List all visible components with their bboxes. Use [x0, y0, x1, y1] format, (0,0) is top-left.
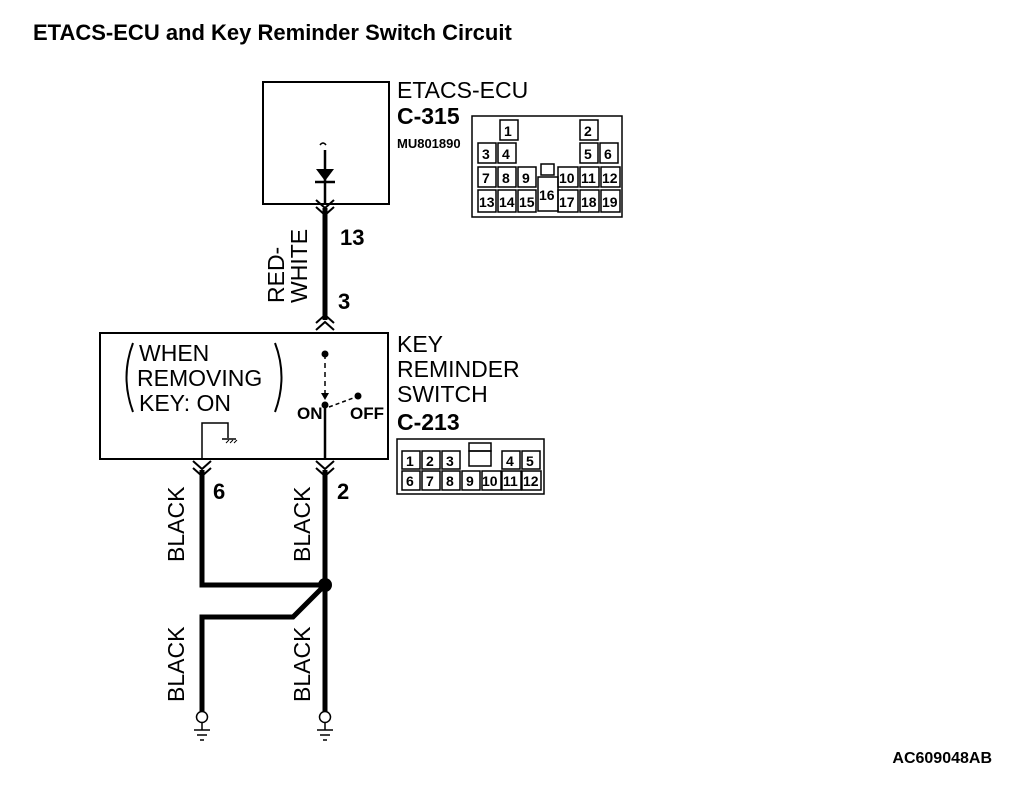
etacs-connector-face: 1 2 3 4 5 6 7 8 9 10 11 12 16 13 14	[471, 115, 623, 218]
switch-cav-6: 6	[406, 473, 414, 489]
etacs-cav-5: 5	[584, 146, 592, 162]
wire-color-right-lower: BLACK	[289, 626, 315, 702]
wire-left-black	[192, 460, 325, 588]
switch-condition-line2: REMOVING	[137, 365, 262, 391]
switch-condition-line1: WHEN	[139, 340, 209, 366]
etacs-cav-4: 4	[502, 146, 510, 162]
wire-color-left-lower: BLACK	[163, 626, 189, 702]
switch-cav-2: 2	[426, 453, 434, 469]
switch-name-line3: SWITCH	[397, 381, 488, 407]
ecu-pin-13: 13	[340, 225, 364, 250]
switch-connector-face: 1 2 3 4 5 6 7 8 9 10 11 12	[396, 438, 545, 495]
etacs-cav-6: 6	[604, 146, 612, 162]
switch-arrow-icon	[321, 393, 329, 400]
etacs-cav-3: 3	[482, 146, 490, 162]
etacs-cav-1: 1	[504, 123, 512, 139]
ecu-internal-symbol-icon	[319, 142, 327, 146]
switch-connector-id: C-213	[397, 409, 460, 435]
switch-cav-12: 12	[523, 473, 539, 489]
etacs-ecu-name: ETACS-ECU	[397, 77, 528, 103]
etacs-part-number: MU801890	[397, 136, 461, 151]
switch-name-line2: REMINDER	[397, 356, 520, 382]
etacs-cav-11: 11	[581, 170, 596, 186]
diode-icon	[316, 169, 334, 181]
switch-cav-11: 11	[503, 473, 518, 489]
wire-red-white	[315, 199, 335, 331]
ground-right-icon	[317, 710, 333, 741]
switch-lever	[328, 396, 357, 408]
switch-off-label: OFF	[350, 404, 384, 423]
etacs-cav-13: 13	[479, 194, 495, 210]
etacs-cav-18: 18	[581, 194, 597, 210]
condition-open-paren	[125, 342, 134, 413]
ground-left-icon	[194, 710, 210, 741]
etacs-cav-19: 19	[602, 194, 618, 210]
etacs-connector-id: C-315	[397, 103, 460, 129]
etacs-cav-10: 10	[559, 170, 575, 186]
switch-pin-2: 2	[337, 479, 349, 504]
reference-code: AC609048AB	[892, 750, 992, 767]
switch-on-label: ON	[297, 404, 323, 423]
wire-color-left-upper: BLACK	[163, 486, 189, 562]
switch-pin-6: 6	[213, 479, 225, 504]
condition-close-paren	[274, 342, 283, 413]
switch-name-line1: KEY	[397, 331, 443, 357]
wire-color-right-upper: BLACK	[289, 486, 315, 562]
etacs-cav-14: 14	[499, 194, 515, 210]
switch-cav-4: 4	[506, 453, 514, 469]
switch-cav-7: 7	[426, 473, 434, 489]
wire-ground-left-black	[199, 583, 327, 712]
etacs-cav-9: 9	[522, 170, 530, 186]
etacs-cav-16: 16	[539, 187, 555, 203]
switch-cav-3: 3	[446, 453, 454, 469]
key-reminder-switch-component	[99, 332, 389, 460]
etacs-cav-8: 8	[502, 170, 510, 186]
switch-cav-8: 8	[446, 473, 454, 489]
etacs-cav-12: 12	[602, 170, 618, 186]
etacs-ecu-component	[262, 81, 390, 205]
wire-color-white: WHITE	[286, 229, 312, 303]
etacs-cav-15: 15	[519, 194, 535, 210]
wire-color-red: RED-	[263, 247, 289, 303]
etacs-connector-outline	[471, 115, 623, 218]
switch-pin-3: 3	[338, 289, 350, 314]
etacs-cav-2: 2	[584, 123, 592, 139]
etacs-cav-17: 17	[559, 194, 575, 210]
switch-condition-line3: KEY: ON	[139, 390, 231, 416]
switch-box	[99, 332, 389, 460]
switch-cav-10: 10	[482, 473, 498, 489]
switch-cav-5: 5	[526, 453, 534, 469]
diagram-title: ETACS-ECU and Key Reminder Switch Circui…	[33, 20, 512, 45]
switch-cav-1: 1	[406, 453, 414, 469]
switch-cav-9: 9	[466, 473, 474, 489]
etacs-cav-7: 7	[482, 170, 490, 186]
